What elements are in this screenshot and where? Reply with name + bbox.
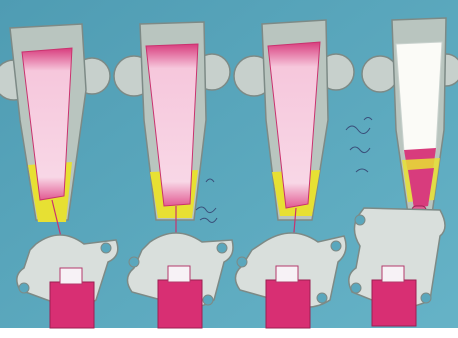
plate-hole [421,293,431,303]
bottom-white-strip [0,328,458,338]
plate-hole [355,215,365,225]
bag-stopper [382,266,404,282]
plate-hole [19,283,29,293]
plate-hole [217,243,227,253]
plate-hole [101,243,111,253]
bag-stopper [60,268,82,284]
collection-bag [266,280,310,328]
collection-bag [50,282,94,328]
plate-hole [129,257,139,267]
bag-stopper [168,266,190,282]
rotor-flange-left [362,56,398,92]
collection-bag [372,280,416,326]
plate-hole [331,241,341,251]
collection-bag [158,280,202,328]
plate-hole [237,257,247,267]
plate-hole [203,295,213,305]
upper-white [396,42,442,152]
bag-stopper [276,266,298,282]
plate-hole [351,283,361,293]
plate-hole [317,293,327,303]
